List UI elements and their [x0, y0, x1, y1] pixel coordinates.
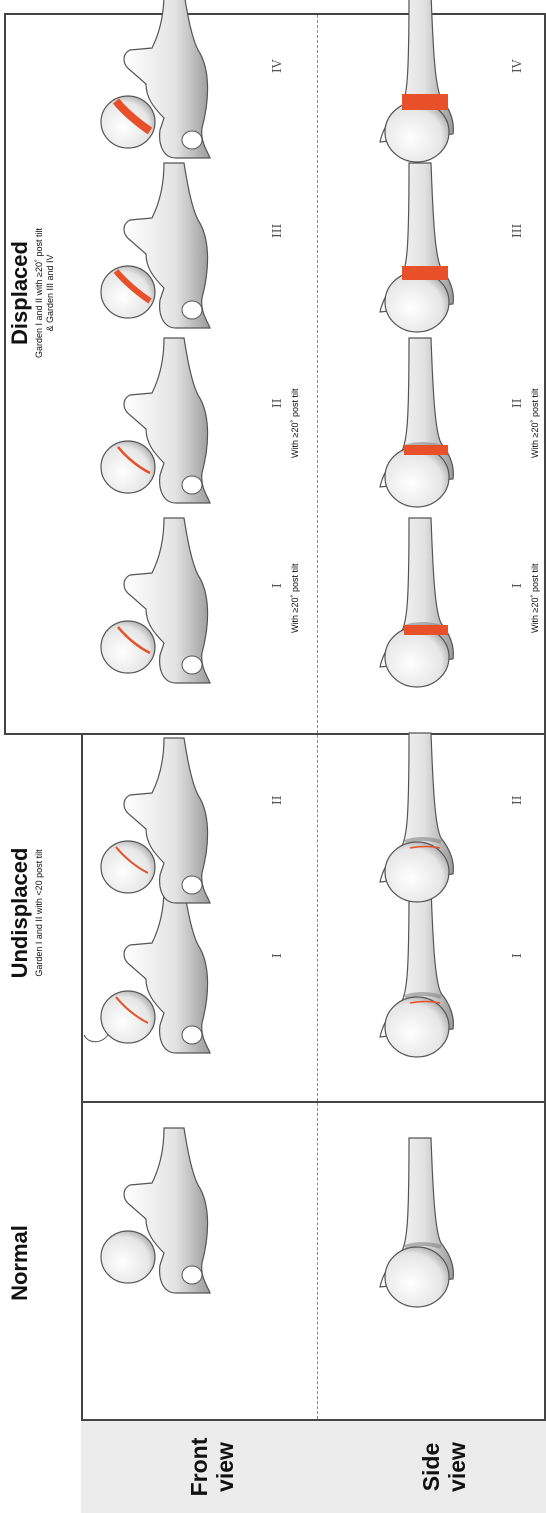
- grade-displaced-side-4: IV: [510, 60, 524, 73]
- grade-displaced-front-2: II: [270, 399, 284, 408]
- tilt-note-side-2: With ≥20˚ post tilt: [530, 389, 540, 458]
- grade-undisplaced-front-1: I: [270, 953, 284, 958]
- grade-undisplaced-front-2: II: [270, 796, 284, 805]
- grade-displaced-side-3: III: [510, 224, 524, 238]
- grade-displaced-front-4: IV: [270, 60, 284, 73]
- grade-undisplaced-side-2: II: [510, 796, 524, 805]
- grade-undisplaced-side-1: I: [510, 953, 524, 958]
- tilt-note-front-1: With ≥20˚ post tilt: [290, 564, 300, 633]
- grade-displaced-front-1: I: [270, 583, 284, 588]
- tilt-note-side-1: With ≥20˚ post tilt: [530, 564, 540, 633]
- grade-displaced-side-2: II: [510, 399, 524, 408]
- grade-displaced-side-1: I: [510, 583, 524, 588]
- tilt-note-front-2: With ≥20˚ post tilt: [290, 389, 300, 458]
- grade-displaced-front-3: III: [270, 224, 284, 238]
